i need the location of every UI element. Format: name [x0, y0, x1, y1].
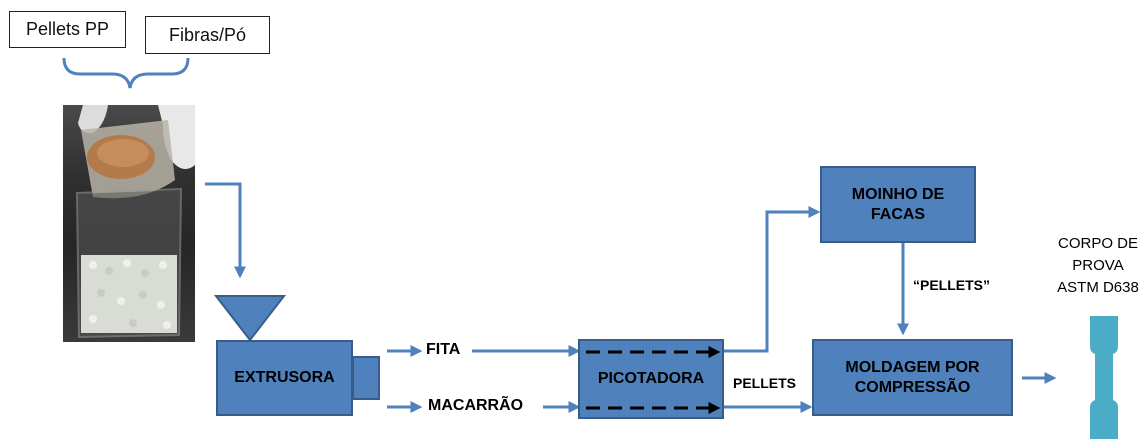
- fita-label: FITA: [426, 341, 460, 359]
- moldagem-block: MOLDAGEM POR COMPRESSÃO: [812, 339, 1013, 416]
- arrow-picotadora-to-moinho: [724, 212, 818, 351]
- astm-specimen-shape: [1090, 316, 1118, 439]
- macarrao-label: MACARRÃO: [428, 397, 523, 415]
- extrusora-nozzle: [353, 357, 379, 399]
- specimen-line3: ASTM D638: [1048, 277, 1148, 299]
- pellets-quoted-label: “PELLETS”: [913, 277, 990, 293]
- specimen-caption: CORPO DE PROVA ASTM D638: [1048, 233, 1148, 298]
- picotadora-block: PICOTADORA: [578, 339, 724, 419]
- hopper-shape: [216, 296, 284, 340]
- pellets-label: PELLETS: [733, 375, 796, 391]
- moinho-de-facas-block: MOINHO DE FACAS: [820, 166, 976, 243]
- extrusora-label: EXTRUSORA: [234, 368, 334, 388]
- moinho-label-line1: MOINHO DE: [852, 185, 944, 205]
- material-photo: [63, 105, 195, 342]
- picotadora-label: PICOTADORA: [598, 369, 704, 389]
- input-fibras-po: Fibras/Pó: [145, 16, 270, 54]
- grouping-brace: [64, 58, 188, 88]
- moldagem-label-line2: COMPRESSÃO: [855, 378, 971, 398]
- moinho-label-line2: FACAS: [871, 205, 925, 225]
- extrusora-block: EXTRUSORA: [216, 340, 353, 416]
- specimen-line1: CORPO DE: [1048, 233, 1148, 255]
- input-pellets-pp: Pellets PP: [9, 11, 126, 48]
- moldagem-label-line1: MOLDAGEM POR: [845, 358, 979, 378]
- specimen-line2: PROVA: [1048, 255, 1148, 277]
- arrow-photo-to-extrusora: [205, 184, 240, 276]
